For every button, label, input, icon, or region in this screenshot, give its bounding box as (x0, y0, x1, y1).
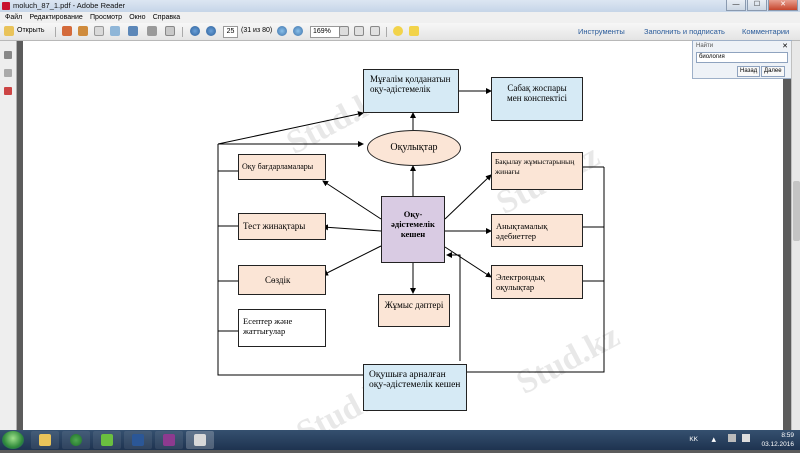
taskbar-chrome[interactable] (62, 431, 90, 449)
close-button[interactable]: ✕ (768, 0, 798, 11)
window-title: moluch_87_1.pdf - Adobe Reader (13, 1, 126, 10)
window-controls: — ☐ ✕ (726, 0, 798, 11)
arrow-up-icon[interactable] (190, 26, 200, 36)
lesson-plans-box: Сабақ жоспары мен конспектісі (491, 77, 583, 121)
study-programs-box: Оқу бағдарламалары (238, 154, 326, 180)
e-textbooks-box: Электрондық оқулықтар (491, 265, 583, 299)
find-next-button[interactable]: Далее (761, 66, 785, 77)
maximize-button[interactable]: ☐ (747, 0, 767, 11)
menu-file[interactable]: Файл (5, 14, 23, 21)
combine-icon[interactable] (78, 26, 88, 36)
menu-help[interactable]: Справка (152, 14, 181, 21)
taskbar-adobe-reader[interactable] (186, 431, 214, 449)
open-folder-icon (4, 26, 14, 36)
network-icon[interactable] (728, 434, 736, 442)
document-area: Stud.kz Stud.kz Stud.kz Stud.kz (17, 41, 791, 452)
teacher-methods-box: Мұғалім қолданатын оқу-әдістемелік (363, 69, 459, 113)
highlight-icon[interactable] (409, 26, 419, 36)
print-icon[interactable] (147, 26, 157, 36)
find-close-icon[interactable]: ✕ (782, 43, 788, 50)
separator (386, 27, 387, 37)
attachments-icon[interactable] (4, 87, 12, 95)
center-complex-box: Оқу-әдістемелік кешен (381, 196, 445, 263)
taskbar-explorer[interactable] (31, 431, 59, 449)
comments-tab[interactable]: Комментарии (742, 27, 790, 36)
diagram-connectors (217, 88, 605, 376)
page-number-input[interactable]: 25 (223, 26, 238, 38)
start-button[interactable] (2, 431, 24, 449)
archive-icon (163, 434, 175, 446)
pdf-page: Stud.kz Stud.kz Stud.kz Stud.kz (23, 41, 783, 452)
zoom-level-input[interactable]: 169% (310, 26, 340, 38)
scrollbar-thumb[interactable] (793, 181, 800, 241)
fill-sign-tab[interactable]: Заполнить и подписать (644, 27, 725, 36)
find-panel: Найти ✕ биология Назад Далее (692, 40, 792, 79)
arrow-down-icon[interactable] (206, 26, 216, 36)
edit-icon[interactable] (94, 26, 104, 36)
vertical-scrollbar[interactable] (791, 41, 800, 430)
menu-edit[interactable]: Редактирование (29, 14, 83, 21)
full-screen-icon[interactable] (370, 26, 380, 36)
menu-window[interactable]: Окно (129, 14, 146, 21)
taskbar-word[interactable] (124, 431, 152, 449)
folder-icon (39, 434, 51, 446)
menu-view[interactable]: Просмотр (90, 14, 122, 21)
minimize-button[interactable]: — (726, 0, 746, 11)
control-tasks-box: Бақылау жұмыстарының жинағы (491, 152, 583, 190)
volume-icon[interactable] (742, 434, 750, 442)
toolbar: Открыть 25 (31 из 80) 169% Инструменты З… (0, 23, 800, 41)
menu-bar: Файл Редактирование Просмотр Окно Справк… (0, 12, 800, 23)
taskbar: KK ▴ 8:59 03.12.2016 (0, 430, 800, 450)
exercises-box: Есептер және жаттығулар (238, 309, 326, 347)
page-thumbnails-icon[interactable] (4, 51, 12, 59)
find-input[interactable]: биология (696, 52, 788, 63)
find-prev-button[interactable]: Назад (737, 66, 761, 77)
open-button[interactable]: Открыть (17, 27, 45, 34)
browser-icon (70, 434, 82, 446)
page-count: (31 из 80) (241, 27, 273, 34)
word-icon (132, 434, 144, 446)
bookmarks-icon[interactable] (4, 69, 12, 77)
fit-page-icon[interactable] (354, 26, 364, 36)
taskbar-winrar[interactable] (155, 431, 183, 449)
chevron-down-icon[interactable] (339, 26, 349, 36)
workbook-box: Жұмыс дәптері (378, 294, 450, 327)
clock-date[interactable]: 03.12.2016 (761, 441, 794, 448)
dictionary-box: Сөздік (238, 265, 326, 295)
pdf-icon (194, 434, 206, 446)
zoom-in-icon[interactable] (293, 26, 303, 36)
tray-arrow-icon[interactable]: ▴ (711, 434, 716, 444)
create-pdf-icon[interactable] (62, 26, 72, 36)
find-title: Найти (696, 43, 714, 49)
adobe-reader-icon (2, 2, 10, 10)
taskbar-app[interactable] (93, 431, 121, 449)
save-icon[interactable] (128, 26, 138, 36)
comment-icon[interactable] (393, 26, 403, 36)
navigation-panel (0, 41, 17, 430)
tests-box: Тест жинақтары (238, 213, 326, 240)
clock-time[interactable]: 8:59 (781, 432, 794, 439)
language-indicator[interactable]: KK (689, 436, 698, 443)
separator (182, 27, 183, 37)
textbooks-ellipse: Оқулықтар (367, 130, 461, 166)
tools-tab[interactable]: Инструменты (578, 27, 625, 36)
email-icon[interactable] (165, 26, 175, 36)
separator (55, 27, 56, 37)
zoom-out-icon[interactable] (277, 26, 287, 36)
student-complex-box: Оқушыға арналған оқу-әдістемелік кешен (363, 364, 467, 411)
app-icon (101, 434, 113, 446)
share-icon[interactable] (110, 26, 120, 36)
reference-literature-box: Анықтамалық әдебиеттер (491, 214, 583, 247)
